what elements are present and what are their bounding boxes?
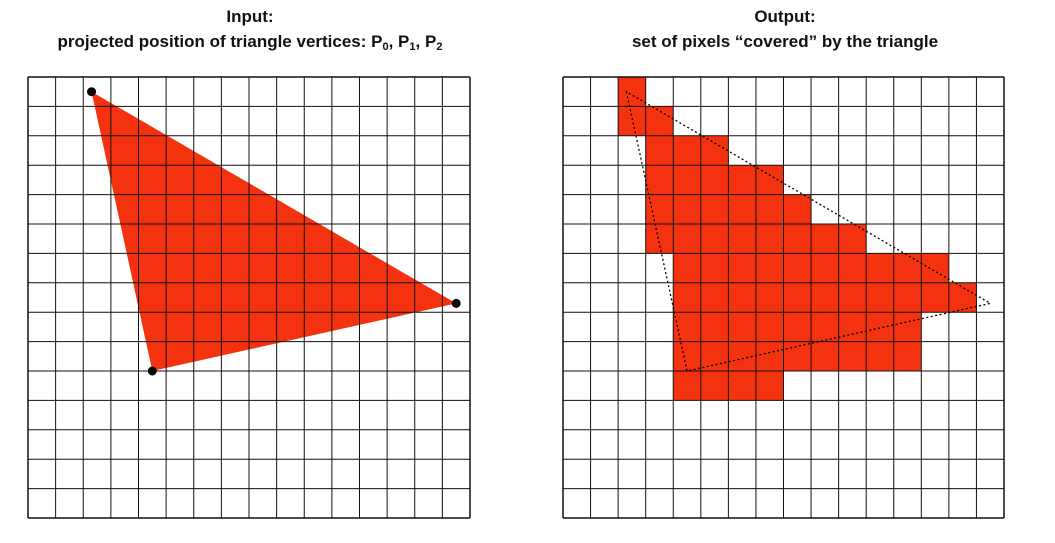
covered-pixel — [866, 282, 894, 313]
covered-pixel — [755, 282, 784, 313]
covered-pixel — [673, 253, 701, 283]
covered-pixel — [755, 371, 784, 401]
input-subheading: projected position of triangle vertices:… — [0, 29, 500, 60]
vertex-point-2 — [451, 298, 461, 308]
covered-pixel — [838, 341, 867, 371]
input-triangle — [91, 91, 457, 371]
covered-pixel — [728, 312, 756, 342]
covered-pixel — [645, 135, 674, 166]
input-subheading-text: projected position of triangle vertices:… — [57, 32, 383, 51]
covered-pixel — [673, 282, 701, 313]
covered-pixel — [673, 312, 701, 342]
covered-pixel — [811, 253, 839, 283]
output-subheading: set of pixels “covered” by the triangle — [631, 32, 939, 51]
input-title: Input: projected position of triangle ve… — [0, 4, 500, 60]
covered-pixel — [673, 135, 701, 166]
covered-pixel — [783, 312, 812, 342]
covered-pixel — [866, 312, 894, 342]
covered-pixel — [728, 194, 756, 224]
covered-pixel — [783, 253, 812, 283]
covered-pixel — [838, 282, 867, 313]
input-grid-panel — [27, 76, 471, 519]
covered-pixel — [645, 106, 674, 136]
input-heading: Input: — [226, 7, 274, 26]
vertex-label-2-sub: 2 — [436, 41, 443, 53]
covered-pixel — [783, 224, 812, 254]
covered-pixel — [728, 165, 756, 195]
covered-pixel — [866, 253, 894, 283]
vertex-point-1 — [147, 366, 157, 376]
covered-pixel — [645, 194, 674, 224]
output-title: Output: set of pixels “covered” by the t… — [520, 4, 1050, 54]
covered-pixel — [673, 371, 701, 401]
covered-pixel — [645, 224, 674, 254]
covered-pixel — [921, 282, 949, 313]
covered-pixel — [645, 165, 674, 195]
covered-pixel — [755, 224, 784, 254]
vertex-label-1-sub: 1 — [409, 41, 416, 53]
covered-pixel — [618, 77, 646, 107]
covered-pixel — [866, 341, 894, 371]
covered-pixel — [755, 194, 784, 224]
covered-pixel — [783, 194, 812, 224]
covered-pixel — [783, 282, 812, 313]
covered-pixel — [700, 341, 729, 371]
triangle-outline — [625, 90, 992, 372]
covered-pixel — [811, 312, 839, 342]
covered-pixel — [811, 224, 839, 254]
covered-pixel — [893, 253, 922, 283]
covered-pixel — [700, 135, 729, 166]
covered-pixel — [728, 282, 756, 313]
output-grid-panel — [562, 76, 1005, 519]
covered-pixel — [673, 224, 701, 254]
covered-pixel — [673, 341, 701, 371]
vertex-label-1-prefix: , P — [388, 32, 410, 51]
covered-pixel — [700, 165, 729, 195]
covered-pixel — [783, 341, 812, 371]
covered-pixel — [618, 106, 646, 136]
output-heading: Output: — [754, 7, 816, 26]
covered-pixel — [838, 312, 867, 342]
covered-pixel — [921, 253, 949, 283]
vertex-point-0 — [87, 87, 97, 97]
covered-pixel — [700, 371, 729, 401]
covered-pixel — [700, 194, 729, 224]
covered-pixel — [755, 253, 784, 283]
vertex-label-2-prefix: , P — [415, 32, 437, 51]
covered-pixel — [700, 253, 729, 283]
covered-pixel — [838, 224, 867, 254]
covered-pixel — [893, 341, 922, 371]
covered-pixel — [728, 253, 756, 283]
covered-pixel — [811, 282, 839, 313]
covered-pixel — [755, 165, 784, 195]
covered-pixel — [700, 224, 729, 254]
covered-pixel — [728, 224, 756, 254]
covered-pixel — [893, 312, 922, 342]
covered-pixel — [811, 341, 839, 371]
covered-pixel — [673, 165, 701, 195]
covered-pixel — [838, 253, 867, 283]
covered-pixel — [755, 341, 784, 371]
covered-pixel — [893, 282, 922, 313]
covered-pixel — [755, 312, 784, 342]
covered-pixel — [700, 282, 729, 313]
covered-pixel — [673, 194, 701, 224]
covered-pixel — [728, 371, 756, 401]
covered-pixel — [700, 312, 729, 342]
vertex-label-0-sub: 0 — [382, 41, 389, 53]
